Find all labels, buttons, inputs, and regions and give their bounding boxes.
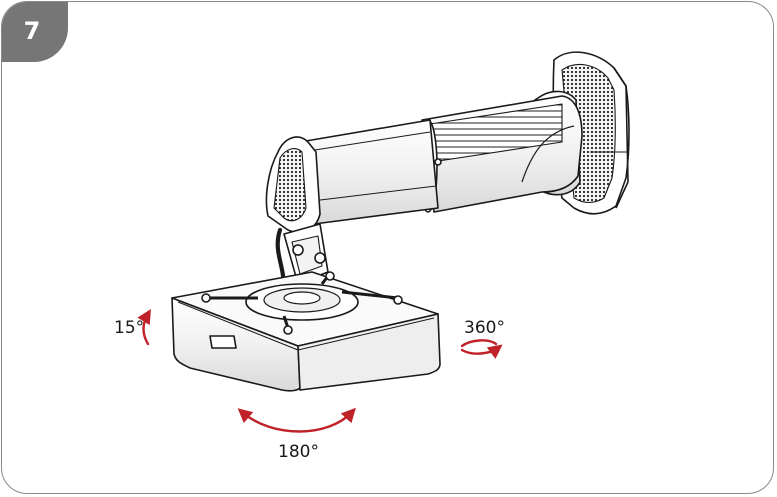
arm-end-cap xyxy=(265,136,321,234)
projector-mount-plate xyxy=(171,271,441,392)
pan-arrow-icon xyxy=(460,339,503,359)
step-number: 7 xyxy=(23,17,41,45)
inner-tube xyxy=(299,119,442,225)
step-number-badge: 7 xyxy=(2,2,68,62)
tilt-angle-label: 15° xyxy=(114,318,145,338)
rotation-angle-label: 180° xyxy=(278,442,319,462)
tilt-arrow-icon xyxy=(137,309,151,346)
rotation-arrow-icon xyxy=(237,407,356,433)
pan-angle-label: 360° xyxy=(464,318,505,338)
